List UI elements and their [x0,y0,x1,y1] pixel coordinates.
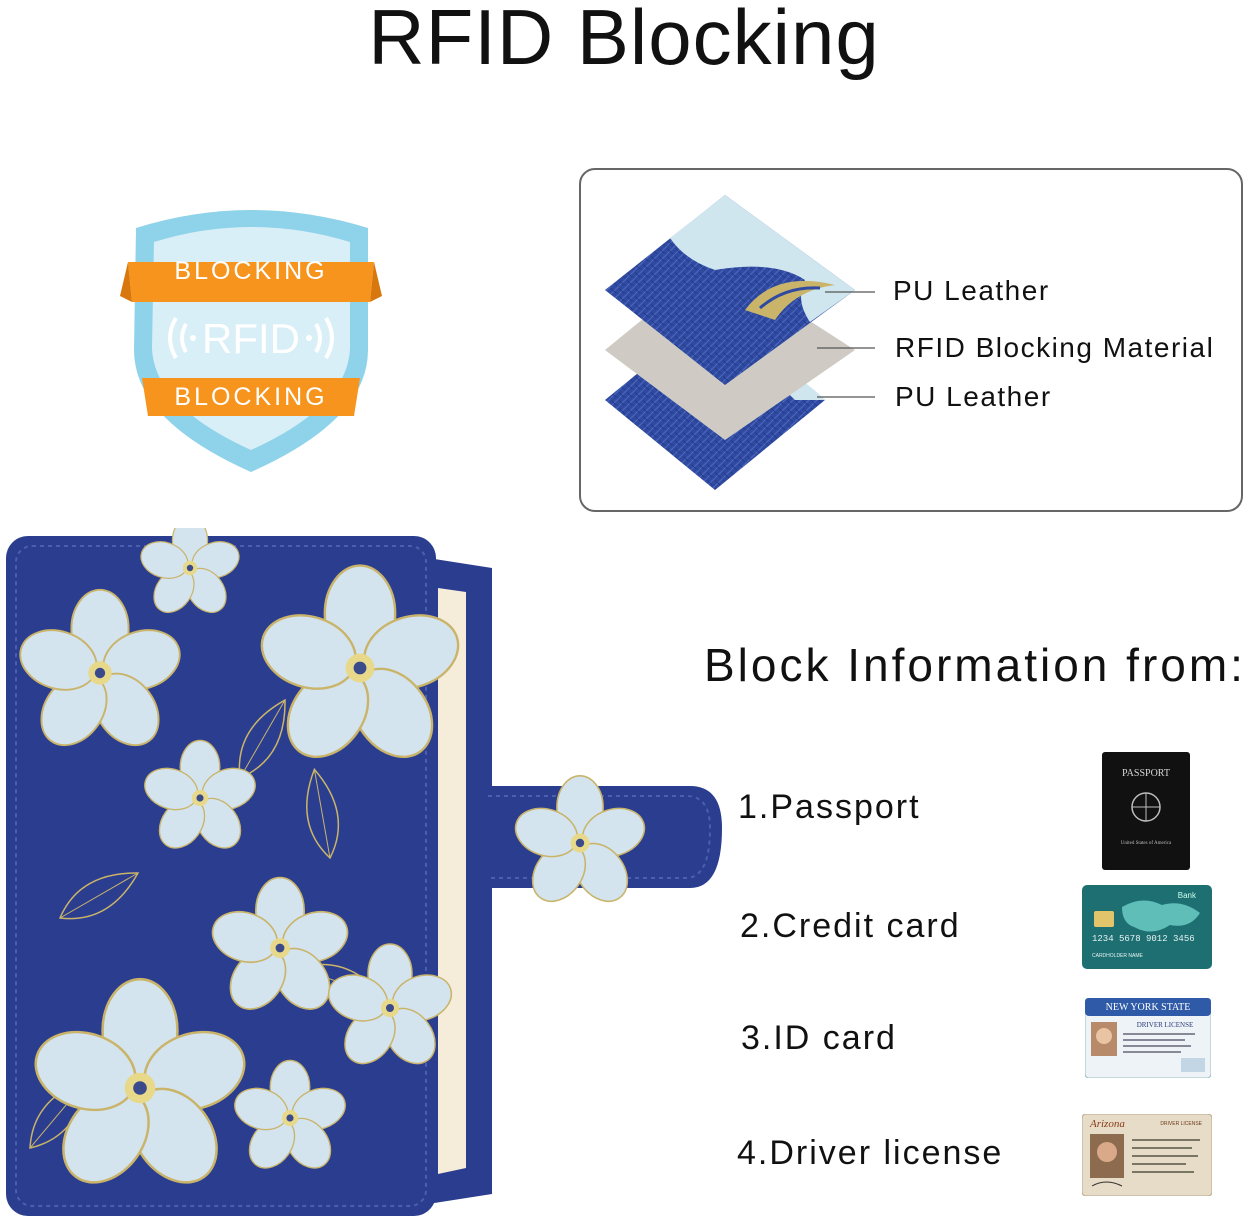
svg-text:United States of America: United States of America [1121,841,1172,846]
block-item-passport: 1.Passport [738,788,921,826]
driver-license-icon: Arizona DRIVER LICENSE [1082,1114,1212,1196]
svg-text:CARDHOLDER NAME: CARDHOLDER NAME [1092,953,1144,959]
material-layers-illustration [605,195,875,490]
passport-icon: PASSPORT United States of America [1102,752,1190,870]
svg-text:DRIVER LICENSE: DRIVER LICENSE [1160,1121,1202,1127]
svg-text:DRIVER LICENSE: DRIVER LICENSE [1137,1021,1194,1029]
block-item-driver-license: 4.Driver license [737,1134,1004,1172]
badge-top-text: BLOCKING [174,257,327,285]
rfid-blocking-badge: BLOCKING RFID BLOCKING [120,210,382,472]
block-info-heading: Block Information from: [704,639,1246,691]
svg-text:1234 5678 9012 3456: 1234 5678 9012 3456 [1092,934,1195,944]
svg-text:Arizona: Arizona [1089,1118,1125,1130]
block-item-credit-card: 2.Credit card [740,907,961,945]
svg-text:Bank: Bank [1178,891,1197,900]
credit-card-icon: Bank 1234 5678 9012 3456 CARDHOLDER NAME [1082,885,1212,969]
layer-label-outer: PU Leather [893,275,1050,306]
layer-label-middle: RFID Blocking Material [895,332,1215,363]
id-card-icon: NEW YORK STATE DRIVER LICENSE [1085,998,1211,1078]
block-item-id-card: 3.ID card [741,1019,897,1057]
layer-label-inner: PU Leather [895,381,1052,412]
svg-text:NEW YORK STATE: NEW YORK STATE [1106,1002,1191,1013]
badge-bottom-text: BLOCKING [174,383,327,411]
page-title: RFID Blocking [368,0,880,81]
passport-wallet-image [6,528,722,1216]
badge-center-text: RFID [202,315,300,362]
svg-text:PASSPORT: PASSPORT [1122,768,1170,779]
